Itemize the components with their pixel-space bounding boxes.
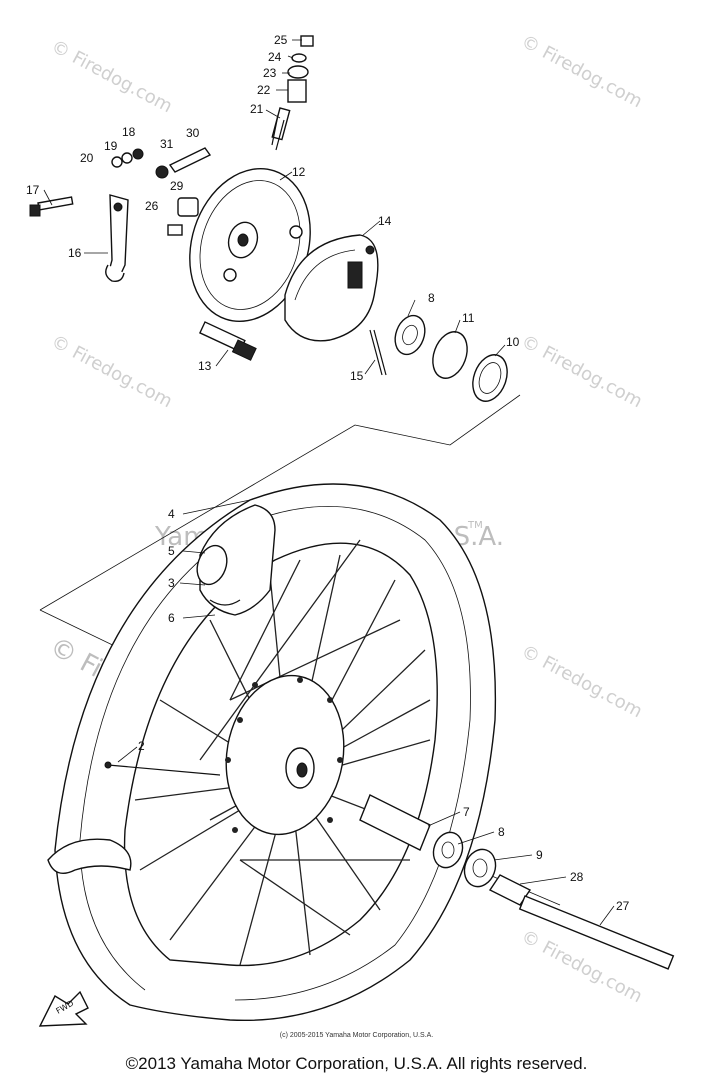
callout-21: 21 [250, 102, 264, 116]
callout-numbers: 25 24 23 22 21 12 14 8 11 10 15 13 16 17… [26, 33, 630, 913]
callout-7: 7 [463, 805, 470, 819]
wheel-assembly [47, 483, 497, 1022]
inner-copyright: (c) 2005-2015 Yamaha Motor Corporation, … [279, 1032, 434, 1039]
callout-19: 19 [104, 139, 118, 153]
callout-18: 18 [122, 125, 136, 139]
watermark-tm: TM [467, 520, 483, 531]
callout-24: 24 [268, 50, 282, 64]
callout-31: 31 [160, 137, 174, 151]
watermark-firedog: © Firedog.com [518, 331, 646, 412]
callout-20: 20 [80, 151, 94, 165]
callout-23: 23 [263, 66, 277, 80]
callout-15: 15 [350, 369, 364, 383]
callout-5: 5 [168, 544, 175, 558]
callout-27: 27 [616, 899, 630, 913]
callout-26: 26 [145, 199, 159, 213]
callout-17: 17 [26, 183, 40, 197]
callout-14: 14 [378, 214, 392, 228]
leader-lines [43, 39, 615, 926]
callout-28: 28 [570, 870, 584, 884]
callout-30: 30 [186, 126, 200, 140]
callout-4: 4 [168, 507, 175, 521]
watermark-firedog: © Firedog.com [48, 331, 176, 412]
brake-panel [189, 167, 311, 323]
callout-25: 25 [274, 33, 288, 47]
watermark-firedog: © Firedog.com [48, 36, 176, 117]
callout-3: 3 [168, 576, 175, 590]
callout-8-upper: 8 [428, 291, 435, 305]
callout-10: 10 [506, 335, 520, 349]
callout-9: 9 [536, 848, 543, 862]
brake-shoes [284, 234, 379, 342]
callout-16: 16 [68, 246, 82, 260]
axle-parts [359, 794, 675, 970]
footer-copyright: ©2013 Yamaha Motor Corporation, U.S.A. A… [125, 1054, 588, 1073]
callout-8-lower: 8 [498, 825, 505, 839]
fwd-arrow: FWD [38, 990, 89, 1027]
callout-2: 2 [138, 739, 145, 753]
brake-arm [29, 147, 212, 283]
callout-11: 11 [462, 311, 475, 325]
watermark-firedog: © Firedog.com [518, 31, 646, 112]
watermark-firedog: © Firedog.com [518, 641, 646, 722]
brake-camshaft [198, 321, 257, 361]
callout-13: 13 [198, 359, 212, 373]
callout-6: 6 [168, 611, 175, 625]
callout-12: 12 [292, 165, 306, 179]
upper-bearings [369, 314, 508, 402]
speedo-drive [271, 35, 314, 151]
callout-22: 22 [257, 83, 271, 97]
callout-29: 29 [170, 179, 184, 193]
